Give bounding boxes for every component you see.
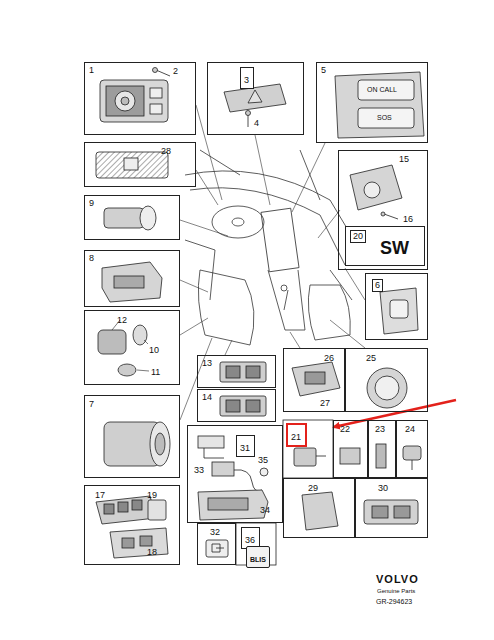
callout-number: 18	[147, 548, 157, 557]
parts-panel: 13	[197, 355, 276, 388]
callout-number: 4	[254, 119, 259, 128]
car-interior	[185, 150, 360, 345]
parts-panel: 17 19 18	[84, 485, 180, 565]
parts-panel: 30	[355, 478, 428, 538]
parts-panel: 6	[365, 273, 428, 340]
button-label: BLIS	[246, 546, 270, 568]
callout-number: 14	[202, 393, 212, 402]
parts-panel: 7	[84, 395, 180, 478]
callout-number: 3	[244, 75, 249, 85]
callout-number: 21	[291, 432, 301, 442]
callout-number: 33	[194, 466, 204, 475]
callout-number: 25	[366, 354, 376, 363]
parts-panel: 8	[84, 250, 180, 307]
parts-panel: 29	[283, 478, 355, 538]
parts-panel: 43	[207, 62, 304, 135]
parts-panel: 12	[84, 62, 196, 135]
highlight-box: 21	[286, 423, 307, 447]
callout-number: 13	[202, 359, 212, 368]
button-text: SOS	[377, 114, 392, 121]
parts-panel: 12 10 11	[84, 310, 180, 385]
parts-panel: 33 35 34 31	[187, 425, 283, 523]
callout-number: 31	[240, 443, 250, 453]
callout-number: 8	[89, 254, 94, 263]
callout-box: 3	[240, 67, 254, 89]
callout-number: 28	[161, 147, 171, 156]
callout-number: 34	[260, 506, 270, 515]
drawing-number: GR-294623	[376, 598, 412, 605]
symbol-text: SW	[380, 239, 409, 257]
callout-number: 10	[149, 346, 159, 355]
callout-number: 26	[324, 354, 334, 363]
callout-number: 22	[340, 425, 350, 434]
callout-number: 36	[245, 535, 255, 545]
component-drawings	[96, 68, 456, 611]
callout-number: 2	[173, 67, 178, 76]
parts-panel: 22	[333, 420, 368, 478]
button-text: ON CALL	[367, 86, 397, 93]
parts-panel: 15 16 20SW	[338, 150, 428, 270]
callout-number: 17	[95, 491, 105, 500]
callout-number: 5	[321, 66, 326, 75]
parts-panel: 26 27	[283, 348, 345, 412]
callout-number: 11	[151, 368, 160, 377]
parts-panel: 23	[368, 420, 396, 478]
callout-number: 23	[375, 425, 385, 434]
callout-number: 27	[320, 399, 330, 408]
callout-number: 7	[89, 400, 94, 409]
brand-logo: VOLVO	[376, 574, 419, 585]
brand-subtitle: Genuine Parts	[377, 588, 415, 594]
parts-panel: 25	[345, 348, 428, 412]
parts-panel: 5	[316, 62, 428, 143]
callout-number: 19	[147, 491, 157, 500]
callout-number: 20	[350, 230, 366, 243]
parts-panel: 14	[197, 389, 276, 422]
callout-number: 9	[89, 199, 94, 208]
parts-panel: 28	[84, 142, 196, 187]
callout-number: 35	[258, 456, 268, 465]
parts-panel: 32	[197, 523, 236, 565]
callout-number: 24	[405, 425, 415, 434]
parts-panel: 24	[396, 420, 428, 478]
parts-panel: 9	[84, 195, 180, 240]
callout-number: 6	[372, 279, 383, 292]
callout-number: 1	[89, 66, 94, 75]
callout-number: 32	[210, 528, 220, 537]
callout-box: 31	[236, 435, 255, 457]
button-text: BLIS	[250, 556, 266, 563]
symbol-box: 20SW	[345, 226, 425, 266]
callout-number: 29	[308, 484, 318, 493]
callout-number: 30	[378, 484, 388, 493]
callout-number: 16	[403, 215, 413, 224]
callout-number: 15	[399, 155, 409, 164]
callout-number: 12	[117, 316, 127, 325]
